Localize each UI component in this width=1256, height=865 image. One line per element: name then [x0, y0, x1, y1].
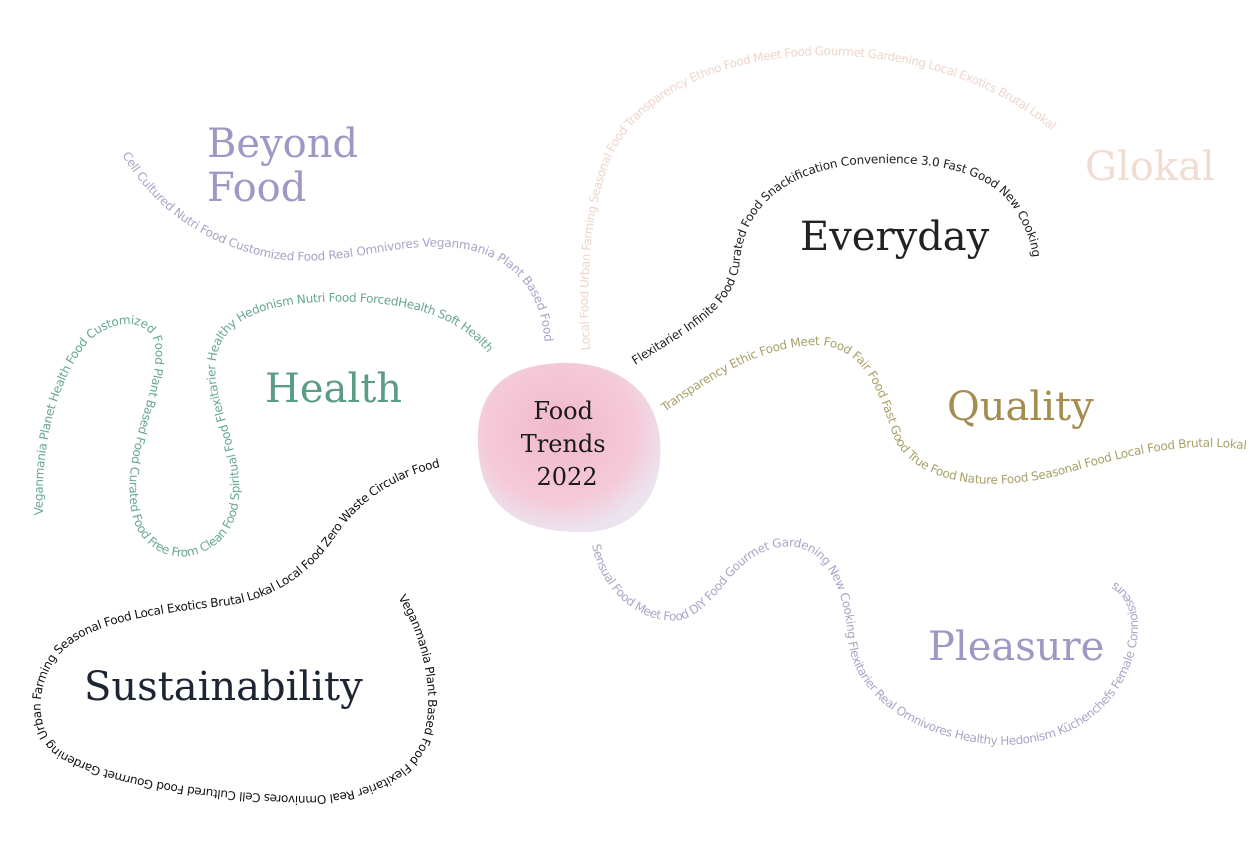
category-pleasure: Pleasure — [928, 624, 1104, 670]
branch-text: Veganmania Planet Health Food Customized… — [32, 291, 497, 560]
category-line: Sustainability — [84, 664, 363, 710]
category-health: Health — [265, 366, 402, 412]
category-line: Pleasure — [928, 624, 1104, 670]
category-labels: Beyond Food Glokal Everyday Health Quali… — [84, 121, 1215, 710]
category-line: Quality — [947, 384, 1094, 430]
category-line: Food — [207, 165, 306, 211]
category-everyday: Everyday — [800, 214, 990, 260]
category-line: Glokal — [1085, 144, 1215, 190]
center-line: Food — [533, 397, 593, 425]
category-sustainability: Sustainability — [84, 664, 363, 710]
center-blob — [477, 362, 661, 533]
branch-beyond-food: Cell Cultured Nutri Food Customized Food… — [119, 149, 555, 342]
category-quality: Quality — [947, 384, 1094, 430]
center-line: Trends — [521, 430, 606, 458]
branch-health: Veganmania Planet Health Food Customized… — [32, 291, 497, 560]
category-glokal: Glokal — [1085, 144, 1215, 190]
category-line: Beyond — [207, 121, 358, 167]
category-line: Everyday — [800, 214, 990, 260]
branch-text: Local Food Urban Farming Seasonal Food T… — [577, 44, 1058, 351]
branch-glokal: Local Food Urban Farming Seasonal Food T… — [577, 44, 1058, 351]
branch-text: Cell Cultured Nutri Food Customized Food… — [119, 149, 555, 342]
category-beyond-food: Beyond Food — [207, 121, 371, 211]
category-line: Health — [265, 366, 402, 412]
center-title: Food Trends 2022 — [521, 397, 613, 491]
center-line: 2022 — [536, 463, 597, 491]
center-node: Food Trends 2022 — [477, 362, 661, 533]
